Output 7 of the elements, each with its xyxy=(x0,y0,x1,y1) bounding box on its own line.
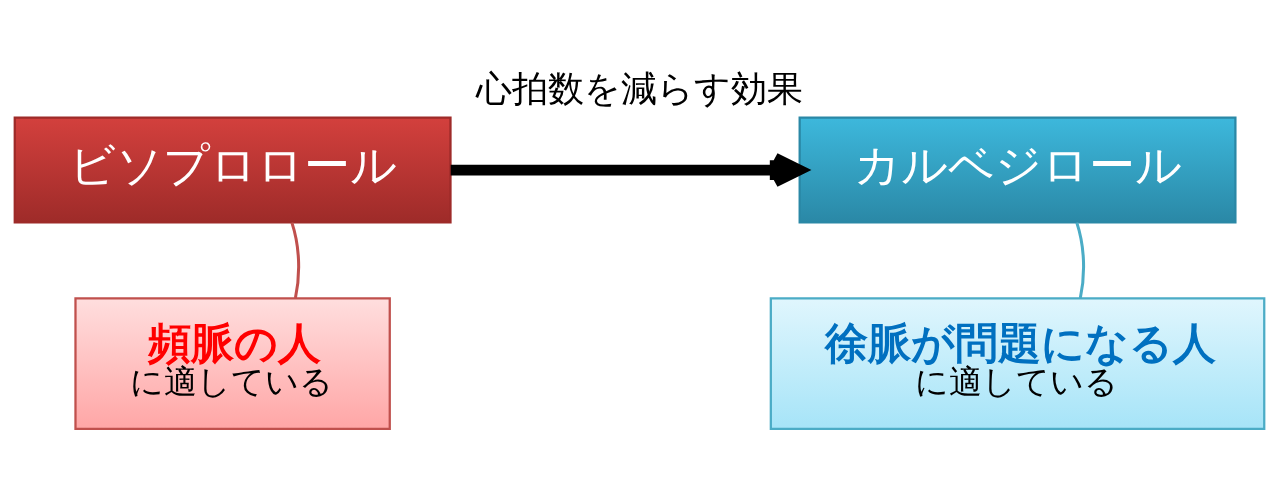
diagram-title: 心拍数を減らす効果 xyxy=(476,66,803,110)
node-box: 徐脈が問題になる人 に適している xyxy=(769,296,1266,430)
connector xyxy=(1075,221,1086,298)
node-box: カルベジロール xyxy=(798,116,1237,224)
connector xyxy=(290,221,301,298)
node-box: 頻脈の人 に適している xyxy=(74,296,391,430)
node-box: ビソプロロール xyxy=(13,116,452,224)
